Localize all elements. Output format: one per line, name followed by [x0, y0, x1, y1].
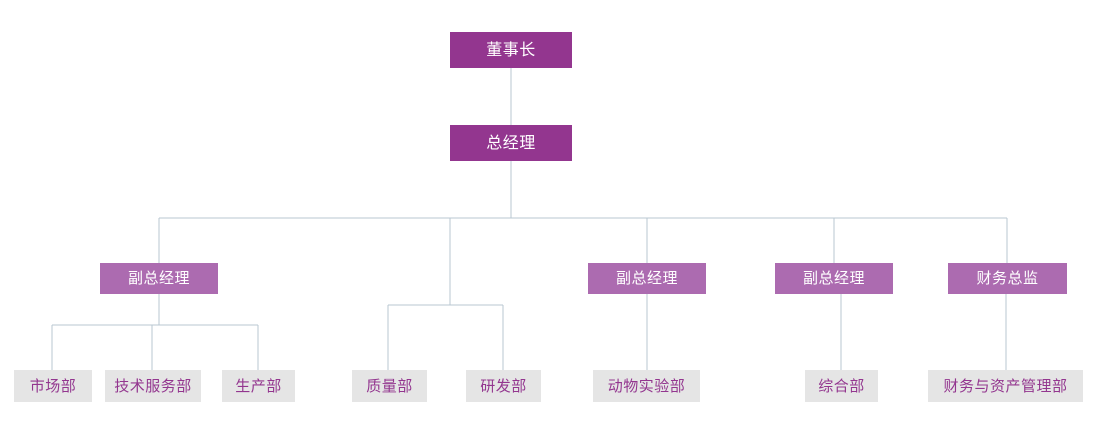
node-finance-asset-management-department[interactable]: 财务与资产管理部	[928, 370, 1083, 402]
node-label: 副总经理	[127, 269, 190, 288]
node-vice-general-manager-2[interactable]: 副总经理	[588, 263, 706, 294]
node-label: 生产部	[235, 376, 282, 395]
node-general-affairs-department[interactable]: 综合部	[805, 370, 878, 402]
node-label: 质量部	[366, 376, 413, 395]
node-label: 总经理	[486, 133, 536, 153]
node-label: 综合部	[818, 376, 865, 395]
node-chairman[interactable]: 董事长	[450, 32, 572, 68]
node-rnd-department[interactable]: 研发部	[466, 370, 541, 402]
node-label: 市场部	[29, 376, 77, 395]
node-cfo[interactable]: 财务总监	[948, 263, 1067, 294]
node-label: 财务总监	[976, 269, 1039, 288]
node-label: 财务与资产管理部	[943, 376, 1068, 395]
node-label: 副总经理	[615, 269, 678, 288]
node-label: 技术服务部	[114, 376, 192, 395]
node-animal-lab-department[interactable]: 动物实验部	[593, 370, 700, 402]
node-production-department[interactable]: 生产部	[222, 370, 295, 402]
node-technical-service-department[interactable]: 技术服务部	[105, 370, 201, 402]
node-label: 研发部	[480, 376, 527, 395]
node-vice-general-manager-3[interactable]: 副总经理	[775, 263, 893, 294]
node-vice-general-manager-1[interactable]: 副总经理	[100, 263, 218, 294]
node-label: 动物实验部	[607, 376, 686, 395]
node-label: 董事长	[486, 40, 536, 60]
node-marketing-department[interactable]: 市场部	[14, 370, 92, 402]
node-general-manager[interactable]: 总经理	[450, 125, 572, 161]
node-label: 副总经理	[802, 269, 865, 288]
node-quality-department[interactable]: 质量部	[352, 370, 427, 402]
